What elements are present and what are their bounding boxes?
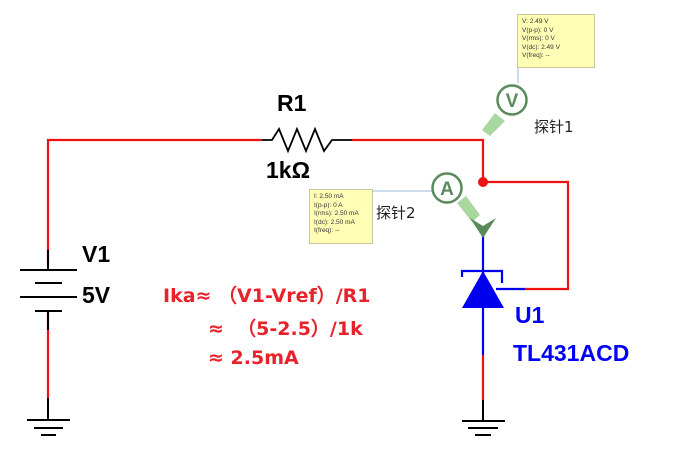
formula-line-3: ≈ 2.5mA [208,347,299,369]
wire-top-left[interactable] [46,138,262,265]
probe2-reading: I(p-p): 0 A [314,201,343,209]
probe2-reading: I: 2.50 mA [314,193,344,200]
formula-line-1: Ika≈ （V1-Vref）/R1 [163,285,371,307]
probe1-reading: V(rms): 0 V [522,35,555,43]
junction-dot [478,177,488,187]
ground-symbol-left [27,398,70,436]
probe1-symbol: V [506,91,519,112]
wire-ref-loop[interactable] [483,180,570,291]
probe1-reading: V: 2.49 V [522,18,549,25]
formula-line-2: ≈ （5-2.5）/1k [208,318,363,340]
u1-ref-label: U1 [515,302,545,328]
u1-part-label: TL431ACD [513,340,630,366]
probe2-readout-tooltip: I: 2.50 mA I(p-p): 0 A I(rms): 2.50 mA I… [309,189,373,244]
r1-value-label: 1kΩ [266,157,311,183]
probe1-voltage[interactable]: V [482,67,528,136]
wire-top-right[interactable] [352,138,485,182]
battery-v1[interactable] [20,250,77,330]
probe2-reading: I(freq): -- [314,227,340,235]
resistor-r1[interactable] [262,126,352,154]
probe1-readout-tooltip: V: 2.49 V V(p-p): 0 V V(rms): 0 V V(dc):… [517,14,595,68]
probe2-reading: I(dc): 2.50 mA [314,218,355,226]
probe2-symbol: A [440,179,454,200]
probe1-reading: V(p-p): 0 V [522,26,554,34]
probe1-name: 探针1 [534,118,574,136]
probe2-name: 探针2 [376,204,416,222]
ground-symbol-right [462,400,505,436]
probe2-reading: I(rms): 2.50 mA [314,210,359,218]
probe2-current[interactable]: A [371,172,496,239]
v1-ref-label: V1 [82,241,111,267]
probe1-reading: V(freq): -- [522,52,550,60]
probe1-reading: V(dc): 2.49 V [522,43,560,51]
r1-ref-label: R1 [277,90,307,116]
tl431-u1[interactable] [460,230,525,355]
v1-value-label: 5V [82,282,111,308]
